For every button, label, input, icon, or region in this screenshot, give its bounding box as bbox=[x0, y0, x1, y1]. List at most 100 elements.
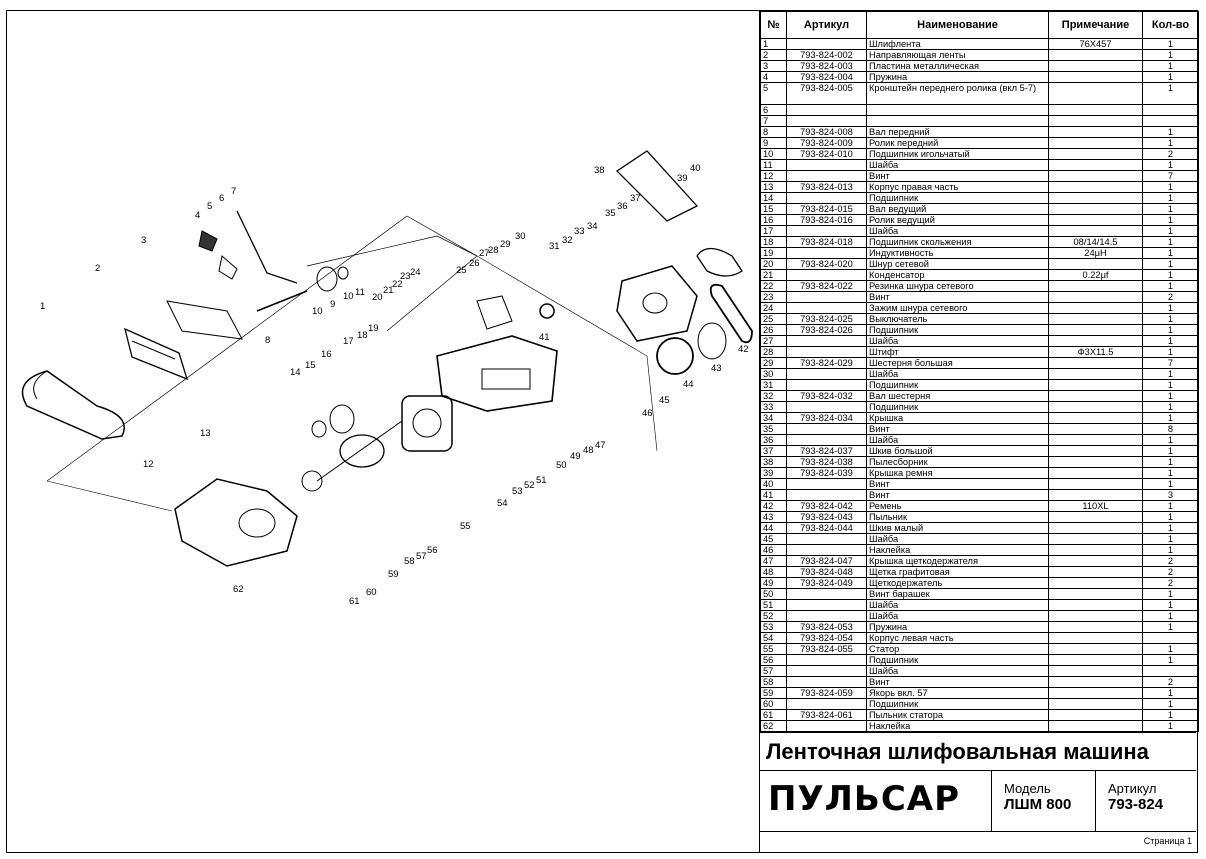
cell-name: Крышка щеткодержателя bbox=[866, 555, 1049, 567]
cell-qty: 1 bbox=[1142, 181, 1199, 193]
cell-num: 7 bbox=[760, 115, 787, 127]
cell-qty: 1 bbox=[1142, 456, 1199, 468]
cell-article: 793-824-008 bbox=[786, 126, 867, 138]
callout-label: 36 bbox=[617, 201, 628, 212]
article-cell: Артикул 793-824 bbox=[1096, 771, 1196, 831]
cell-article: 793-824-061 bbox=[786, 709, 867, 721]
cell-name: Зажим шнура сетевого bbox=[866, 302, 1049, 314]
cell-article: 793-824-022 bbox=[786, 280, 867, 292]
cell-qty: 1 bbox=[1142, 390, 1199, 402]
cell-article: 793-824-018 bbox=[786, 236, 867, 248]
callout-label: 52 bbox=[524, 480, 535, 491]
cell-num: 1 bbox=[760, 38, 787, 50]
cell-num: 52 bbox=[760, 610, 787, 622]
cell-num: 50 bbox=[760, 588, 787, 600]
cell-name: Крышка ремня bbox=[866, 467, 1049, 479]
cell-name: Резинка шнура сетевого bbox=[866, 280, 1049, 292]
cell-note bbox=[1048, 478, 1143, 490]
cell-num: 30 bbox=[760, 368, 787, 380]
callout-label: 1 bbox=[40, 301, 45, 312]
callout-label: 61 bbox=[349, 596, 360, 607]
cell-qty: 1 bbox=[1142, 38, 1199, 50]
cell-name: Подшипник bbox=[866, 192, 1049, 204]
cell-article bbox=[786, 225, 867, 237]
callout-label: 2 bbox=[95, 263, 100, 274]
cell-name: Пружина bbox=[866, 621, 1049, 633]
cell-qty: 1 bbox=[1142, 412, 1199, 424]
callout-label: 10 bbox=[312, 306, 323, 317]
cell-note bbox=[1048, 412, 1143, 424]
cell-num: 40 bbox=[760, 478, 787, 490]
cell-name: Штифт bbox=[866, 346, 1049, 358]
cell-qty: 1 bbox=[1142, 214, 1199, 226]
cell-qty: 1 bbox=[1142, 709, 1199, 721]
callout-label: 3 bbox=[141, 235, 146, 246]
callout-label: 53 bbox=[512, 486, 523, 497]
cell-note bbox=[1048, 467, 1143, 479]
cell-qty: 2 bbox=[1142, 676, 1199, 688]
cell-qty: 1 bbox=[1142, 346, 1199, 358]
cell-note bbox=[1048, 599, 1143, 611]
cell-num: 18 bbox=[760, 236, 787, 248]
cell-qty: 1 bbox=[1142, 280, 1199, 292]
cell-qty: 1 bbox=[1142, 368, 1199, 380]
small-pulley-part bbox=[656, 337, 694, 375]
page-number: Страница 1 bbox=[760, 831, 1196, 851]
callout-label: 57 bbox=[416, 551, 427, 562]
callout-label: 55 bbox=[460, 521, 471, 532]
cell-name: Пыльник статора bbox=[866, 709, 1049, 721]
cell-note bbox=[1048, 324, 1143, 336]
cell-num: 58 bbox=[760, 676, 787, 688]
callout-label: 19 bbox=[368, 323, 379, 334]
cell-num: 12 bbox=[760, 170, 787, 182]
cell-article: 793-824-029 bbox=[786, 357, 867, 369]
callout-label: 47 bbox=[595, 440, 606, 451]
dust-bag-part bbox=[615, 150, 699, 222]
callout-label: 31 bbox=[549, 241, 560, 252]
cell-qty: 1 bbox=[1142, 60, 1199, 72]
cell-article bbox=[786, 159, 867, 171]
cell-qty: 1 bbox=[1142, 324, 1199, 336]
cell-qty: 1 bbox=[1142, 599, 1199, 611]
cell-num: 59 bbox=[760, 687, 787, 699]
cell-qty: 1 bbox=[1142, 203, 1199, 215]
article-label: Артикул bbox=[1108, 781, 1157, 796]
cell-name: Корпус левая часть bbox=[866, 632, 1049, 644]
cell-article: 793-824-003 bbox=[786, 60, 867, 72]
cell-article bbox=[786, 720, 867, 732]
cell-name: Вал передний bbox=[866, 126, 1049, 138]
cell-name: Вал ведущий bbox=[866, 203, 1049, 215]
cell-qty: 1 bbox=[1142, 445, 1199, 457]
cell-name bbox=[866, 115, 1049, 127]
assembly-guide-line bbox=[306, 235, 478, 332]
model-label: Модель bbox=[1004, 781, 1051, 796]
cell-qty: 2 bbox=[1142, 566, 1199, 578]
cell-note bbox=[1048, 49, 1143, 61]
cell-note: Ф3X11.5 bbox=[1048, 346, 1143, 358]
cell-article: 793-824-049 bbox=[786, 577, 867, 589]
drive-belt-part bbox=[709, 283, 753, 344]
callout-label: 42 bbox=[738, 344, 749, 355]
cell-article: 793-824-002 bbox=[786, 49, 867, 61]
cell-name: Подшипник bbox=[866, 379, 1049, 391]
callout-label: 58 bbox=[404, 556, 415, 567]
cell-note bbox=[1048, 676, 1143, 688]
stator-part bbox=[401, 395, 453, 452]
cell-num: 43 bbox=[760, 511, 787, 523]
cell-article bbox=[786, 533, 867, 545]
callout-label: 26 bbox=[469, 258, 480, 269]
callout-label: 18 bbox=[357, 330, 368, 341]
callout-label: 10 bbox=[343, 291, 354, 302]
cell-name: Шайба bbox=[866, 335, 1049, 347]
